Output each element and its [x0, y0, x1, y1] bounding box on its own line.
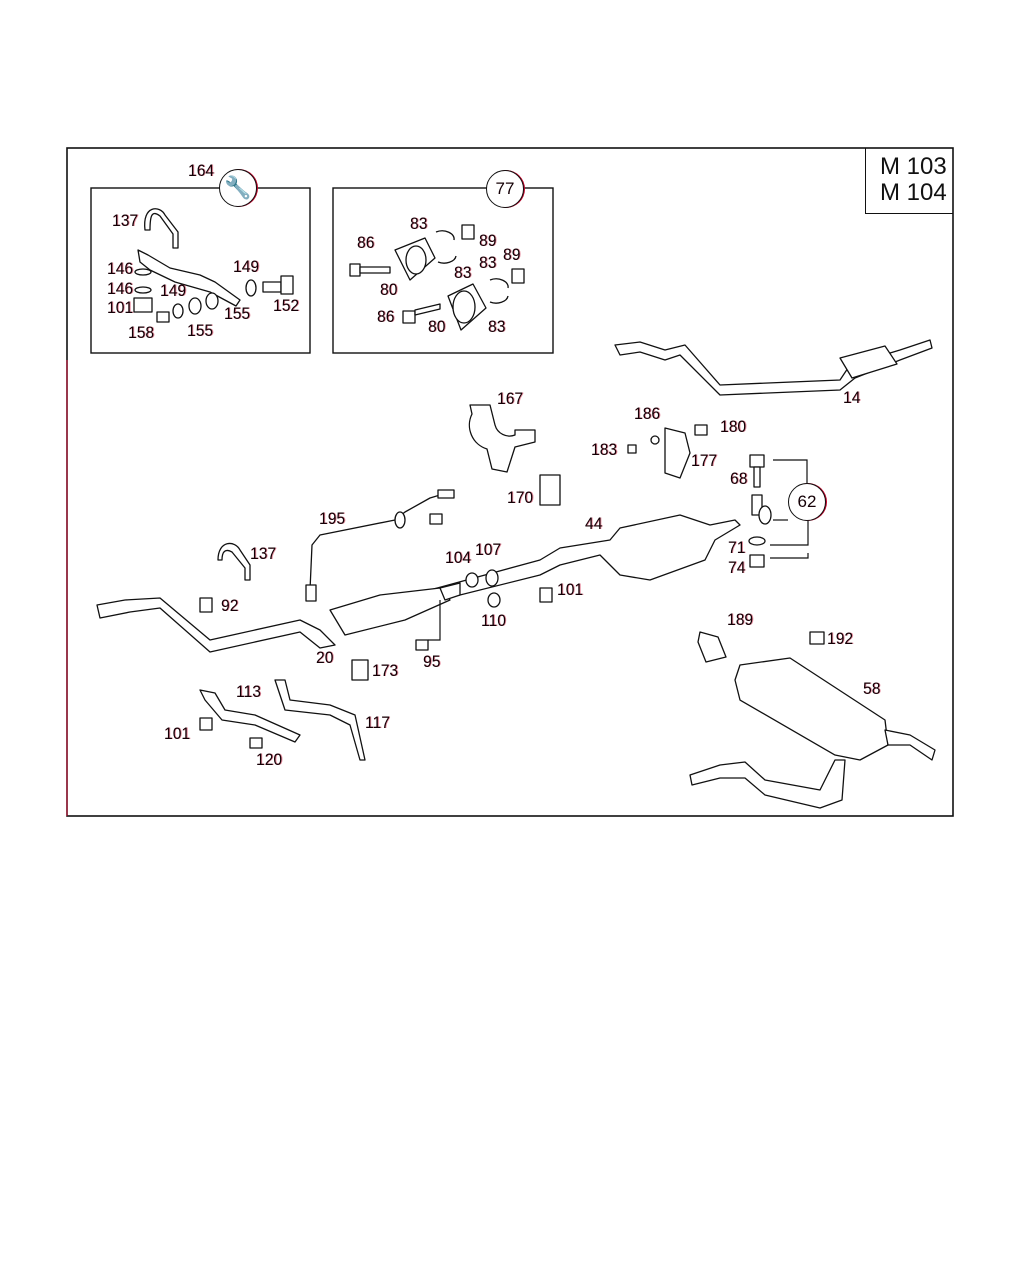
part-label: 146 — [107, 259, 134, 278]
part-label: 104 — [445, 548, 472, 567]
wrench-kit-164-badge: 🔧 — [219, 169, 257, 207]
part-label: 137 — [250, 544, 277, 563]
bracket-113 — [199, 689, 301, 743]
rubber-170 — [539, 474, 561, 506]
part-label: 74 — [728, 558, 746, 577]
part-label: 107 — [475, 540, 502, 559]
part-label: 71 — [728, 538, 746, 557]
clamp-137-small — [144, 208, 179, 249]
part-label: 186 — [634, 404, 661, 423]
middle-muffler-44 — [429, 514, 741, 601]
part-label: 164 — [188, 161, 215, 180]
part-label: 101 — [557, 580, 584, 599]
part-label: 83 — [454, 263, 472, 282]
part-label: 113 — [236, 682, 261, 701]
part-label: 173 — [372, 661, 399, 680]
part-label: 89 — [479, 231, 497, 250]
part-label: 95 — [423, 652, 441, 671]
part-label: 137 — [112, 211, 139, 230]
part-label: 92 — [221, 596, 239, 615]
part-label: 189 — [727, 610, 754, 629]
clamp-137 — [217, 542, 251, 581]
part-label: 167 — [497, 389, 524, 408]
part-label: 80 — [380, 280, 398, 299]
part-label: 58 — [863, 679, 881, 698]
part-label: 120 — [256, 750, 283, 769]
part-label: 146 — [107, 279, 134, 298]
part-label: 80 — [428, 317, 446, 336]
part-label: 149 — [233, 257, 260, 276]
rear-pipe — [689, 759, 846, 809]
part-label: 177 — [691, 451, 718, 470]
part-label: 170 — [507, 488, 534, 507]
part-label: 83 — [488, 317, 506, 336]
oxygen-sensor-195 — [309, 491, 451, 591]
rear-muffler-58 — [734, 657, 889, 761]
part-label: 158 — [128, 323, 155, 342]
ref-77: 77 — [495, 179, 515, 198]
part-label: 86 — [377, 307, 395, 326]
part-label: 110 — [481, 611, 506, 630]
part-label: 101 — [164, 724, 191, 743]
kit-77-box — [332, 187, 554, 354]
catalytic-converter-20 — [329, 587, 451, 636]
hanger-177 — [664, 427, 691, 479]
part-label: 44 — [585, 514, 603, 533]
clamp-167 — [468, 404, 536, 473]
kit-164-box — [90, 187, 311, 354]
part-label: 155 — [187, 321, 214, 340]
part-label: 183 — [591, 440, 618, 459]
part-label: 68 — [730, 469, 748, 488]
part-label: 152 — [273, 296, 300, 315]
model-code: M 103 — [880, 153, 947, 180]
ref-62: 62 — [797, 492, 817, 511]
part-label: 20 — [316, 648, 334, 667]
part-label: 101 — [107, 298, 134, 317]
part-label: 14 — [843, 388, 861, 407]
part-label: 195 — [319, 509, 346, 528]
part-label: 192 — [827, 629, 854, 648]
heat-shield-117 — [274, 679, 366, 761]
wrench-icon: 🔧 — [224, 175, 252, 200]
model-code: M 104 — [880, 179, 947, 206]
bracket-small — [137, 249, 241, 307]
part-label: 117 — [365, 713, 390, 732]
model-code-box: M 103 M 104 — [865, 148, 953, 214]
part-label: 149 — [160, 281, 187, 300]
part-label: 83 — [410, 214, 428, 233]
kit-77-badge: 77 — [486, 170, 524, 208]
part-label: 89 — [503, 245, 521, 264]
part-label: 86 — [357, 233, 375, 252]
part-label: 155 — [224, 304, 251, 323]
part-label: 180 — [720, 417, 747, 436]
part-label: 83 — [479, 253, 497, 272]
mount-group-62-badge: 62 — [788, 483, 826, 521]
hanger-189 — [697, 631, 727, 663]
front-pipe-20 — [96, 597, 336, 653]
